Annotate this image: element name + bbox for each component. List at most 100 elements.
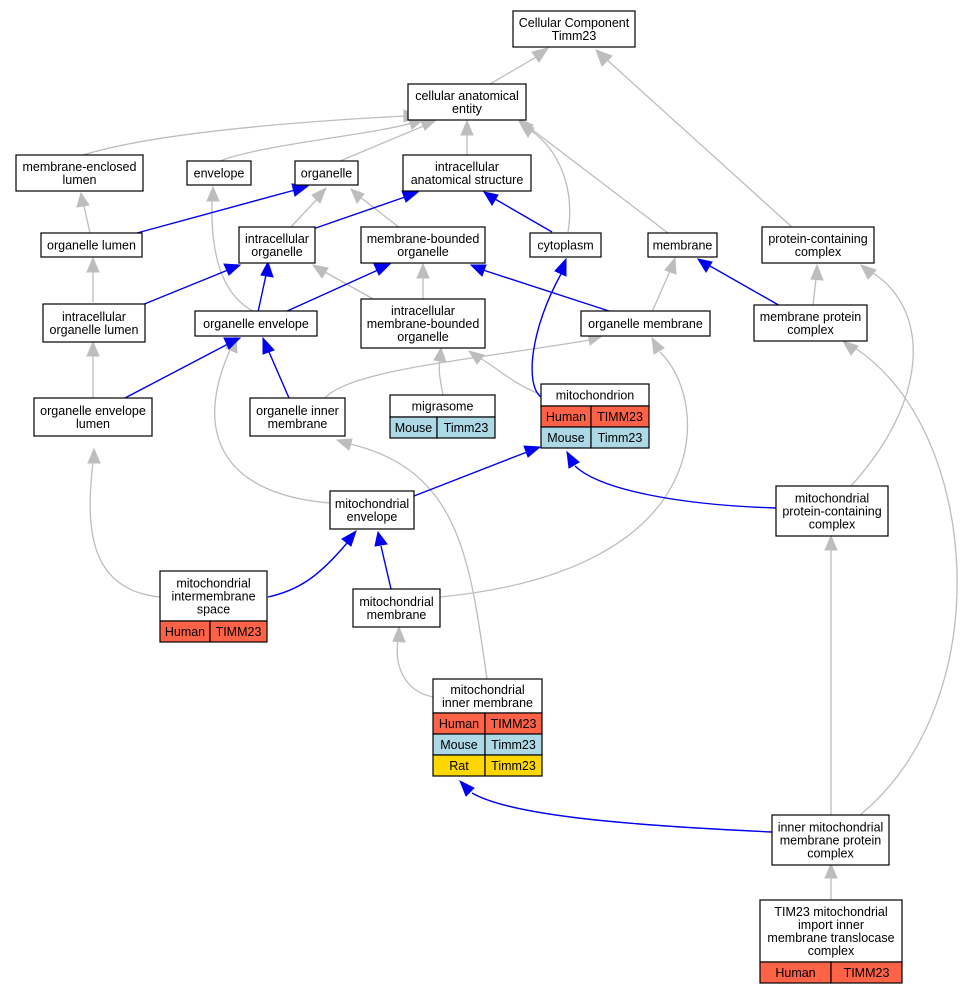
node-label-line: mitochondrion xyxy=(556,389,635,403)
node-label-line: inner membrane xyxy=(442,696,533,710)
edge-migrasome-to-imbo xyxy=(438,359,444,396)
arrowhead xyxy=(460,119,474,136)
node-organelle-lumen[interactable]: organelle lumen xyxy=(40,232,143,258)
edge-mm-to-om xyxy=(439,351,689,598)
arrowhead xyxy=(341,529,357,547)
node-label-line: space xyxy=(197,603,230,617)
arrowhead xyxy=(291,183,310,197)
arrowhead xyxy=(401,190,420,203)
node-box xyxy=(407,83,527,121)
arrowhead xyxy=(860,264,877,280)
species-label: Human xyxy=(165,625,205,639)
node-organelle-envelope[interactable]: organelle envelope xyxy=(194,310,318,337)
node-label-line: organelle xyxy=(301,167,352,181)
edge-envelope-to-cae xyxy=(219,122,413,162)
edge-mpc-to-membrane xyxy=(709,265,783,308)
edge-oel-to-oe xyxy=(124,343,229,399)
gene-cell xyxy=(209,620,268,643)
arrowhead xyxy=(87,447,101,464)
node-label-line: complex xyxy=(787,323,834,337)
node-box xyxy=(771,814,890,866)
is-a-edges xyxy=(76,47,958,900)
edge-pcc-to-cc xyxy=(604,57,794,229)
node-label-line: organelle envelope xyxy=(40,404,146,418)
node-label-line: organelle membrane xyxy=(588,317,703,331)
node-box xyxy=(775,485,889,537)
node-label-line: membrane translocase xyxy=(767,931,894,945)
node-membrane[interactable]: membrane xyxy=(647,232,718,258)
node-box xyxy=(294,160,359,186)
gene-cell xyxy=(830,961,903,984)
node-label-line: organelle xyxy=(397,330,448,344)
node-label-line: intracellular xyxy=(62,310,126,324)
node-label-line: envelope xyxy=(347,510,398,524)
edge-iol-to-io xyxy=(136,269,229,308)
arrowhead xyxy=(262,336,275,355)
node-label-line: entity xyxy=(452,102,483,116)
edge-organelle-to-cae xyxy=(339,124,427,162)
arrowhead xyxy=(459,779,475,797)
edge-menv-to-mito xyxy=(413,451,528,497)
node-box xyxy=(194,310,318,337)
node-label-line: lumen xyxy=(76,417,110,431)
arrowhead xyxy=(467,350,485,365)
node-label-line: mitochondrial xyxy=(795,492,869,506)
node-label-line: intermembrane xyxy=(171,590,255,604)
node-organelle[interactable]: organelle xyxy=(294,160,359,186)
node-box xyxy=(647,232,718,258)
gene-cell xyxy=(436,416,496,439)
node-label-line: inner mitochondrial xyxy=(778,821,884,835)
node-box xyxy=(352,588,441,628)
edge-menv-to-oe xyxy=(214,349,331,504)
node-box xyxy=(33,397,153,437)
edge-mito-to-cytoplasm xyxy=(531,273,562,398)
node-label-line: membrane-bounded xyxy=(367,232,480,246)
node-cytoplasm[interactable]: cytoplasm xyxy=(529,232,602,258)
node-label-line: membrane xyxy=(367,608,427,622)
node-envelope[interactable]: envelope xyxy=(186,160,252,186)
arrowhead xyxy=(824,534,838,551)
arrowhead xyxy=(350,188,365,204)
arrowhead xyxy=(392,625,406,643)
node-label-line: organelle xyxy=(251,245,302,259)
node-box xyxy=(238,226,316,264)
arrowhead xyxy=(374,530,388,547)
edge-cae-to-cc xyxy=(489,55,539,85)
node-label-line: mitochondrial xyxy=(176,577,250,591)
edge-om-to-membrane xyxy=(651,270,671,313)
node-label-line: Cellular Component xyxy=(519,16,630,30)
node-box xyxy=(759,899,903,963)
arrowhead xyxy=(554,257,567,277)
gene-label: Timm23 xyxy=(491,759,536,773)
gene-label: TIMM23 xyxy=(597,410,643,424)
edge-mpcc-to-mito xyxy=(574,465,777,509)
node-organelle-membrane[interactable]: organelle membrane xyxy=(580,310,711,337)
arrowhead xyxy=(223,263,242,276)
edge-mel-to-cae xyxy=(79,115,406,157)
species-label: Human xyxy=(546,410,586,424)
arrowhead xyxy=(810,263,824,281)
node-label-line: organelle inner xyxy=(256,404,339,418)
